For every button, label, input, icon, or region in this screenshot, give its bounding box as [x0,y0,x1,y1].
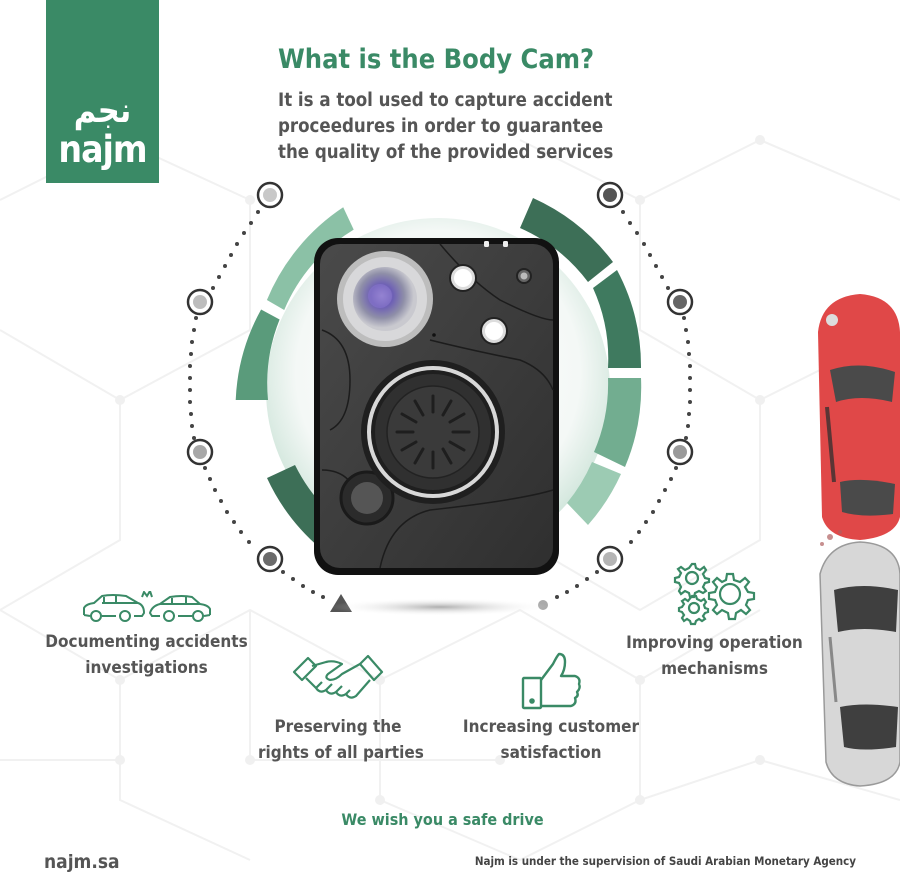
supervision-note: Najm is under the supervision of Saudi A… [474,854,856,868]
website-link[interactable]: najm.sa [44,851,120,873]
tagline: We wish you a safe drive [341,810,544,829]
orbit-node [256,181,284,209]
page-title: What is the Body Cam? [278,44,595,75]
feature-improving-operations: Improving operation mechanisms [622,560,807,682]
orbit-node [186,438,214,466]
red-car [818,294,900,540]
feature-label: rights of all parties [258,743,424,763]
orbit-node [666,438,694,466]
car-crash-icon [82,591,211,622]
feature-label: Improving operation [626,633,803,653]
feature-documenting-accidents: Documenting accidents investigations [44,591,249,681]
body-cam-device [314,238,559,575]
page-subtitle: It is a tool used to capture accident pr… [278,88,613,166]
orbit-node [666,288,694,316]
subtitle-line: It is a tool used to capture accident [278,90,613,111]
orbit-nodes [186,181,694,612]
crashed-cars-illustration [818,294,900,787]
camera-shadow [330,598,550,616]
subtitle-line: proceedures in order to guarantee [278,116,604,137]
orbit-node [596,181,624,209]
orbit-node [186,288,214,316]
orbit-node [256,545,284,573]
feature-label: investigations [85,658,208,678]
feature-label: mechanisms [661,659,768,679]
feature-label: satisfaction [500,743,602,763]
subtitle-line: the quality of the provided services [278,142,614,163]
handshake-icon [292,654,384,699]
feature-label: Preserving the [274,717,402,737]
dotted-orbit [188,210,692,599]
feature-label: Increasing customer [462,717,640,737]
gears-icon [673,562,755,626]
logo-arabic-text: نجم [73,91,132,131]
logo-english-text: najm [58,128,147,171]
feature-label: Documenting accidents [45,632,248,652]
thumbs-up-icon [521,652,581,710]
najm-logo: نجم najm [46,0,159,183]
orbit-node [596,545,624,573]
silver-car [819,541,900,787]
feature-customer-satisfaction: Increasing customer satisfaction [456,652,646,766]
feature-preserving-rights: Preserving the rights of all parties [258,652,424,766]
